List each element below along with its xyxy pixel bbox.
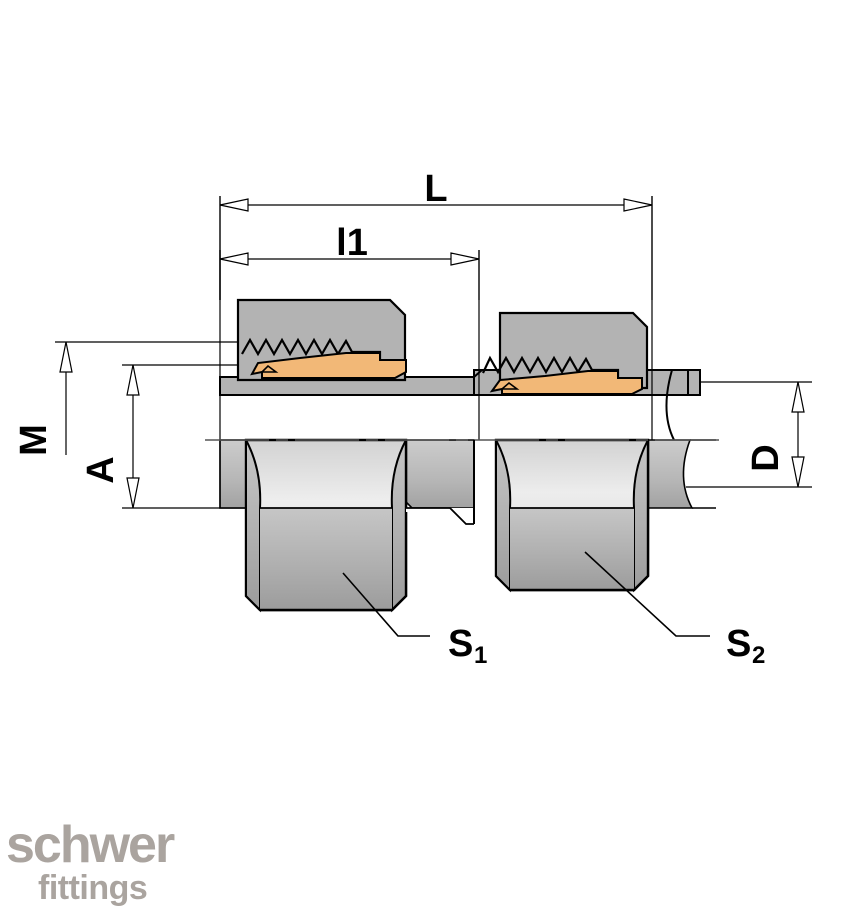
brand-logo: schwer fittings [6, 816, 177, 907]
left-nut-thread-profile [241, 337, 382, 359]
right-nut-thread-profile [482, 355, 620, 377]
dimension-A-label: A [80, 456, 122, 483]
dimension-D-label: D [745, 444, 787, 471]
center-body-outer [399, 439, 475, 509]
dimension-D-arrow-top-icon [791, 381, 805, 413]
callout-S2: S 2 [584, 551, 765, 669]
right-hex-nut-center-facet [510, 508, 634, 590]
callout-S1-label: S [448, 623, 473, 665]
callout-S2-label: S [726, 623, 751, 665]
left-hex-nut-outline [260, 440, 408, 612]
logo-tagline-text: fittings [38, 869, 147, 907]
callout-S2-leader [584, 551, 710, 637]
right-hex-nut-outline [510, 440, 650, 592]
tube-end-arc-upper [665, 369, 675, 441]
dimension-l1-arrow-left-icon [219, 252, 249, 266]
dimension-M-arrow-top-icon [59, 341, 73, 373]
dimension-l1: l1 [219, 222, 480, 300]
dimension-A-arrow-bottom-icon [126, 477, 140, 509]
fitting-assembly [205, 298, 720, 613]
callout-S1: S 1 [342, 572, 487, 669]
dimension-A-arrow-top-icon [126, 364, 140, 396]
dimension-l1-label: l1 [336, 222, 368, 264]
dimension-L: L [219, 168, 653, 300]
right-ferrule [489, 370, 643, 395]
callout-S1-leader [342, 572, 430, 637]
left-ferrule-notch [260, 364, 279, 373]
dimension-D-arrow-bottom-icon [791, 456, 805, 488]
left-ferrule [250, 352, 407, 379]
callout-S1-subscript: 1 [474, 642, 487, 669]
left-hex-nut-center-facet [260, 508, 392, 610]
dimension-l1-arrow-right-icon [450, 252, 480, 266]
dimension-M: M [13, 341, 245, 456]
callout-S2-subscript: 2 [752, 642, 765, 669]
right-ferrule-notch [499, 381, 520, 390]
dimension-L-arrow-left-icon [219, 198, 249, 212]
dimension-L-arrow-right-icon [623, 198, 653, 212]
dimension-D: D [686, 381, 812, 488]
center-body-chamfer [406, 507, 474, 525]
logo-brand-text: schwer [6, 816, 175, 874]
dimension-M-label: M [13, 424, 55, 456]
right-tube-outer [647, 439, 694, 509]
dimension-L-label: L [424, 168, 447, 210]
center-step-mask [406, 508, 474, 524]
